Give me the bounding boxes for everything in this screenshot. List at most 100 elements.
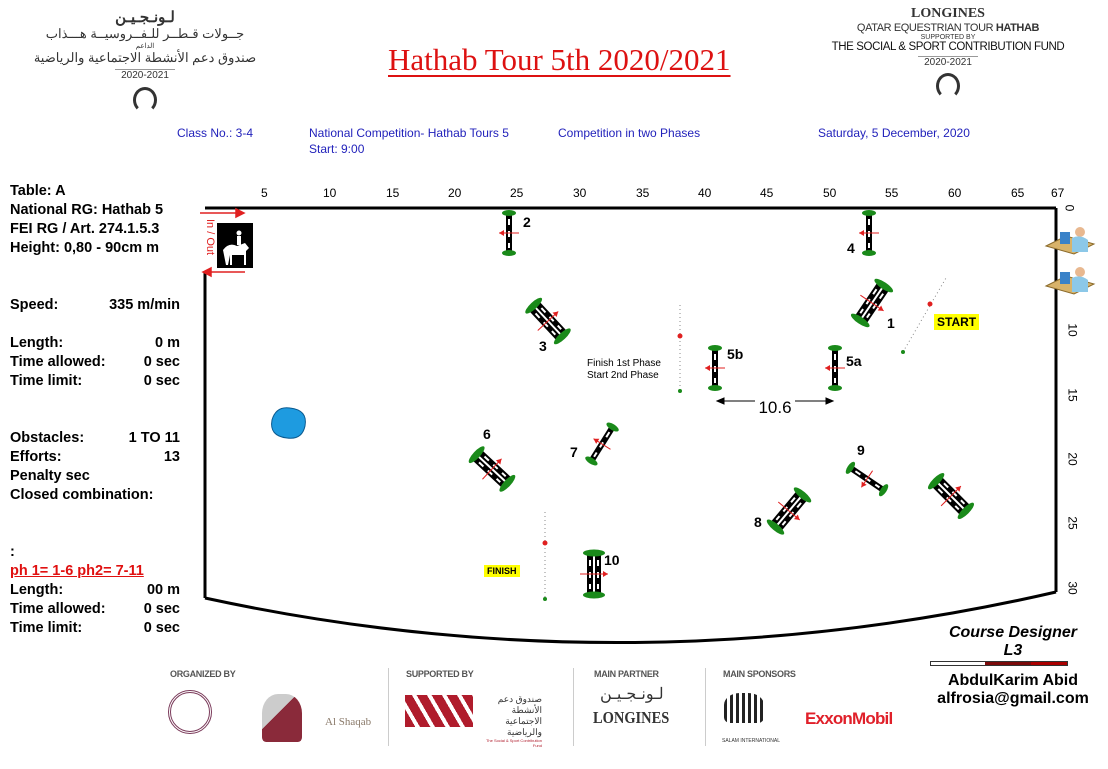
length-label: Length: [10,335,64,351]
time-allowed-label: Time allowed: [10,354,106,370]
left-logo: لـونـجـيـن جــولات قـطــر للـفــروسيــة … [10,8,280,113]
course-info: Table: A National RG: Hathab 5 FEI RG / … [10,182,180,638]
main-partner-heading: MAIN PARTNER [594,669,659,679]
time-limit-row: Time limit:0 sec [10,372,180,391]
x-tick: 20 [448,186,462,200]
obstacle-11 [924,469,978,523]
x-tick: 10 [323,186,337,200]
x-tick: 67 [1051,186,1065,200]
closed-combination: Closed combination: [10,487,154,503]
x-tick: 55 [885,186,899,200]
logo-arabic-small: الداعم [135,43,155,50]
divider [388,668,389,746]
fund-ar-2: الاجتماعية والرياضية [505,716,542,737]
x-tick: 5 [261,186,268,200]
time-allowed-value: 0 sec [143,354,180,370]
height: Height: 0,80 - 90cm m [10,240,160,256]
x-tick: 40 [698,186,712,200]
phases: ph 1= 1-6 ph2= 7-11 [10,563,144,579]
divider [705,668,706,746]
obstacle-label-6: 6 [483,426,491,442]
start-time: Start: 9:00 [309,142,365,156]
distance-marker [715,397,835,405]
competition-type: Competition in two Phases [558,126,701,140]
competition-name: National Competition- Hathab Tours 5 [309,126,509,140]
efforts-label: Efforts: [10,449,62,465]
ph2-time-allowed-label: Time allowed: [10,601,106,617]
fund-ar-1: صندوق دعم الأنشطة [497,694,542,715]
course-designer: Course Designer L3 AbdulKarim Abid alfro… [918,624,1108,708]
ph2-length-label: Length: [10,582,64,598]
logo-arabic-1: لـونـجـيـن [115,9,175,26]
efforts-row: Efforts:13 [10,448,180,467]
colon: : [10,544,15,560]
designer-bar [930,661,1068,666]
obstacles-row: Obstacles:1 TO 11 [10,429,180,448]
distance-label: 10.6 [758,398,791,417]
obstacle-5a [825,345,845,391]
horse-entrance-icon [217,223,253,268]
x-tick: 50 [823,186,837,200]
obstacle-label-3: 3 [539,338,547,354]
obstacle-6 [465,442,520,496]
logo-years: 2020-2021 [918,56,978,68]
arena-boundary [203,206,1058,644]
finish-line [542,512,548,601]
page-title: Hathab Tour 5th 2020/2021 [388,42,731,77]
ph2-time-limit-label: Time limit: [10,620,83,636]
obstacle-label-4: 4 [847,240,855,256]
speed-value: 335 m/min [109,297,180,313]
designer-email: alfrosia@gmail.com [937,690,1089,707]
obstacle-label-9: 9 [857,442,865,458]
al-shaqab-text: Al Shaqab [325,716,372,728]
horseshoe-icon [133,87,157,113]
right-logo: LONGINES QATAR EQUESTRIAN TOUR HATHAB SU… [810,6,1086,99]
al-shaqab-logo [262,694,302,742]
phase-line [677,305,683,393]
obstacle-5b [705,345,725,391]
obstacle-8 [763,483,816,539]
x-tick: 15 [386,186,400,200]
designer-title: Course Designer [948,624,1078,641]
designer-name: AbdulKarim Abid [947,672,1079,689]
length-row: Length: 0 m [10,334,180,353]
obstacle-4 [859,210,879,256]
obstacle-label-5a: 5a [846,353,862,369]
fei-rg: FEI RG / Art. 274.1.5.3 [10,221,160,237]
national-rg: National RG: Hathab 5 [10,202,164,218]
class-no: Class No.: 3-4 [177,126,254,140]
logo-fund: THE SOCIAL & SPORT CONTRIBUTION FUND [831,41,1065,53]
x-tick: 65 [1011,186,1025,200]
obstacle-2 [499,210,519,256]
x-tick: 60 [948,186,962,200]
x-tick: 35 [636,186,650,200]
ph2-length-row: Length:00 m [10,581,180,600]
salam-text: SALAM INTERNATIONAL [722,738,780,744]
obstacle-9 [842,458,891,500]
speed-row: Speed:335 m/min [10,296,180,315]
time-limit-label: Time limit: [10,373,83,389]
fund-en: The Social & Sport Contribution Fund [485,738,542,748]
penalty: Penalty sec [10,468,90,484]
in-out-label: In / Out [204,219,216,255]
horseshoe-icon [936,73,960,99]
judge-icons [1044,227,1096,295]
x-tick: 45 [760,186,774,200]
logo-supported: SUPPORTED BY [920,34,976,41]
obstacle-label-5b: 5b [727,346,743,362]
start-label: START [934,314,980,330]
in-out-arrows [200,207,246,278]
obstacles-value: 1 TO 11 [128,430,180,446]
salam-logo-icon [724,693,764,723]
organized-by-heading: ORGANIZED BY [170,669,236,679]
obstacle-label-2: 2 [523,214,531,230]
competition-date: Saturday, 5 December, 2020 [818,126,970,140]
qef-logo [168,690,212,734]
time-allowed-row: Time allowed: 0 sec [10,353,180,372]
water-pond [271,407,306,439]
exxonmobil-logo: ExxonMobil [805,709,893,728]
finish-label: FINISH [484,565,520,577]
obstacle-label-7: 7 [570,444,578,460]
length-value: 0 m [155,335,180,351]
